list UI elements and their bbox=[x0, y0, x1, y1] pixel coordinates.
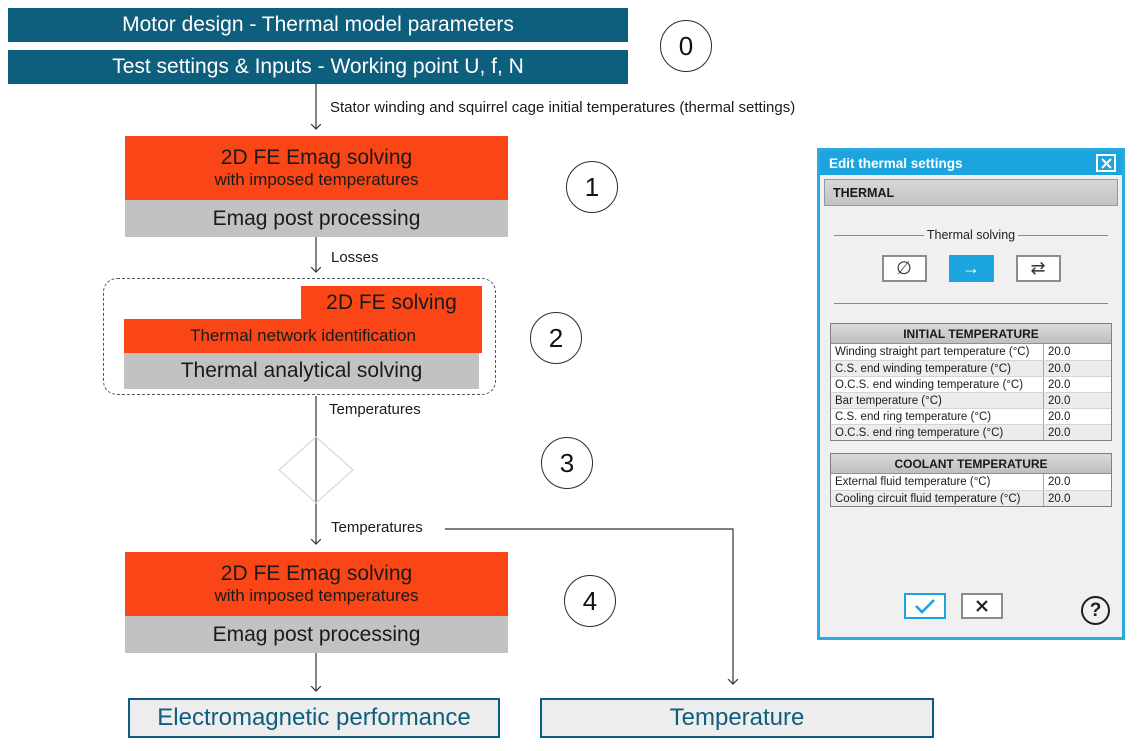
confirm-check-icon bbox=[915, 599, 935, 614]
thermal-section-header: THERMAL bbox=[824, 179, 1118, 206]
group-line-left bbox=[834, 234, 924, 236]
output-em-label: Electromagnetic performance bbox=[157, 704, 471, 731]
thermal-solving-label: Thermal solving bbox=[926, 228, 1016, 242]
step4-subtitle: with imposed temperatures bbox=[214, 586, 419, 606]
step-circle-1-label: 1 bbox=[584, 171, 600, 202]
banner-test-settings: Test settings & Inputs - Working point U… bbox=[8, 50, 628, 84]
cancel-button[interactable] bbox=[961, 593, 1003, 619]
row-label: External fluid temperature (°C) bbox=[835, 476, 991, 488]
dialog-title: Edit thermal settings bbox=[829, 155, 963, 171]
step1-post-label: Emag post processing bbox=[212, 206, 421, 230]
thermal-solving-options: ∅ → ⇄ bbox=[820, 255, 1122, 282]
group-line-right bbox=[1018, 234, 1109, 236]
row-value-field[interactable]: 20.0 bbox=[1043, 344, 1111, 360]
initial-temperature-header: INITIAL TEMPERATURE bbox=[831, 324, 1111, 344]
row-value-field[interactable]: 20.0 bbox=[1043, 491, 1111, 506]
row-label: Bar temperature (°C) bbox=[835, 394, 942, 407]
step-circle-0-label: 0 bbox=[678, 30, 694, 61]
flow-label-temperatures-branch: Temperatures bbox=[331, 519, 423, 536]
row-label: Cooling circuit fluid temperature (°C) bbox=[835, 492, 1021, 505]
step4-box: 2D FE Emag solving with imposed temperat… bbox=[125, 552, 508, 653]
dialog-separator bbox=[834, 303, 1108, 304]
step4-title: 2D FE Emag solving bbox=[220, 562, 413, 586]
confirm-button[interactable] bbox=[904, 593, 946, 619]
table-row: Bar temperature (°C) 20.0 bbox=[831, 392, 1111, 408]
initial-temperature-table: INITIAL TEMPERATURE Winding straight par… bbox=[830, 323, 1112, 441]
row-value-field[interactable]: 20.0 bbox=[1043, 377, 1111, 392]
coolant-temperature-header: COOLANT TEMPERATURE bbox=[831, 454, 1111, 474]
step4-post-processing-block: Emag post processing bbox=[125, 616, 508, 653]
step1-title: 2D FE Emag solving bbox=[220, 146, 413, 170]
flow-label-initial-temperatures: Stator winding and squirrel cage initial… bbox=[330, 99, 796, 116]
table-row: External fluid temperature (°C) 20.0 bbox=[831, 474, 1111, 490]
table-row: Cooling circuit fluid temperature (°C) 2… bbox=[831, 490, 1111, 506]
row-label: Winding straight part temperature (°C) bbox=[835, 346, 1030, 358]
decision-diamond bbox=[278, 436, 354, 504]
banner-test-settings-label: Test settings & Inputs - Working point U… bbox=[112, 55, 524, 78]
table-row: C.S. end ring temperature (°C) 20.0 bbox=[831, 408, 1111, 424]
row-value-field[interactable]: 20.0 bbox=[1043, 409, 1111, 424]
step-circle-1: 1 bbox=[566, 161, 618, 213]
row-label: C.S. end ring temperature (°C) bbox=[835, 410, 992, 423]
output-temperature: Temperature bbox=[540, 698, 934, 738]
step-circle-4-label: 4 bbox=[582, 585, 598, 616]
step-circle-2-label: 2 bbox=[548, 322, 564, 353]
row-label: O.C.S. end winding temperature (°C) bbox=[835, 378, 1024, 391]
banner-motor-design: Motor design - Thermal model parameters bbox=[8, 8, 628, 42]
flow-label-losses: Losses bbox=[331, 249, 379, 266]
row-value-field[interactable]: 20.0 bbox=[1043, 425, 1111, 440]
row-label: C.S. end winding temperature (°C) bbox=[835, 362, 1011, 375]
no-thermal-solving-button[interactable]: ∅ bbox=[881, 255, 927, 282]
row-value-field[interactable]: 20.0 bbox=[1043, 393, 1111, 408]
one-way-arrow-icon: → bbox=[962, 258, 980, 278]
row-label: O.C.S. end ring temperature (°C) bbox=[835, 426, 1004, 439]
close-icon bbox=[1100, 157, 1112, 169]
step-circle-3: 3 bbox=[541, 437, 593, 489]
thermal-solving-group-label: Thermal solving bbox=[834, 228, 1109, 242]
table-row: C.S. end winding temperature (°C) 20.0 bbox=[831, 360, 1111, 376]
step1-solving-block: 2D FE Emag solving with imposed temperat… bbox=[125, 136, 508, 200]
cancel-x-icon bbox=[976, 600, 988, 612]
two-way-arrows-icon: ⇄ bbox=[1030, 258, 1046, 278]
table-row: O.C.S. end winding temperature (°C) 20.0 bbox=[831, 376, 1111, 392]
step1-post-processing-block: Emag post processing bbox=[125, 200, 508, 237]
step2-analytical-block: Thermal analytical solving bbox=[124, 353, 479, 389]
step2-network-block: Thermal network identification bbox=[124, 319, 482, 353]
two-way-solving-button[interactable]: ⇄ bbox=[1015, 255, 1061, 282]
edit-thermal-settings-dialog: Edit thermal settings THERMAL Thermal so… bbox=[817, 148, 1125, 640]
step-circle-3-label: 3 bbox=[559, 447, 575, 478]
dialog-titlebar[interactable]: Edit thermal settings bbox=[820, 151, 1122, 175]
step-circle-0: 0 bbox=[660, 20, 712, 72]
table-row: Winding straight part temperature (°C) 2… bbox=[831, 344, 1111, 360]
step1-box: 2D FE Emag solving with imposed temperat… bbox=[125, 136, 508, 237]
table-row: O.C.S. end ring temperature (°C) 20.0 bbox=[831, 424, 1111, 440]
step-circle-2: 2 bbox=[530, 312, 582, 364]
banner-motor-design-label: Motor design - Thermal model parameters bbox=[122, 13, 514, 36]
step4-solving-block: 2D FE Emag solving with imposed temperat… bbox=[125, 552, 508, 616]
step2-dashed-container: 2D FE solving Thermal network identifica… bbox=[103, 278, 496, 395]
output-electromagnetic-performance: Electromagnetic performance bbox=[128, 698, 500, 738]
coolant-temperature-table: COOLANT TEMPERATURE External fluid tempe… bbox=[830, 453, 1112, 507]
one-way-solving-button[interactable]: → bbox=[948, 255, 994, 282]
thermal-section-label: THERMAL bbox=[833, 185, 895, 200]
step-circle-4: 4 bbox=[564, 575, 616, 627]
flow-label-temperatures-mid: Temperatures bbox=[329, 401, 421, 418]
help-button[interactable]: ? bbox=[1081, 596, 1110, 625]
output-temp-label: Temperature bbox=[669, 704, 805, 731]
step4-post-label: Emag post processing bbox=[212, 622, 421, 646]
question-mark-icon: ? bbox=[1089, 599, 1102, 621]
no-solving-icon: ∅ bbox=[896, 258, 912, 278]
step2-fe-solving-block: 2D FE solving bbox=[301, 286, 482, 319]
step1-subtitle: with imposed temperatures bbox=[214, 170, 419, 190]
row-value-field[interactable]: 20.0 bbox=[1043, 474, 1111, 490]
dialog-footer: ? bbox=[820, 587, 1122, 637]
row-value-field[interactable]: 20.0 bbox=[1043, 361, 1111, 376]
dialog-close-button[interactable] bbox=[1096, 154, 1116, 172]
